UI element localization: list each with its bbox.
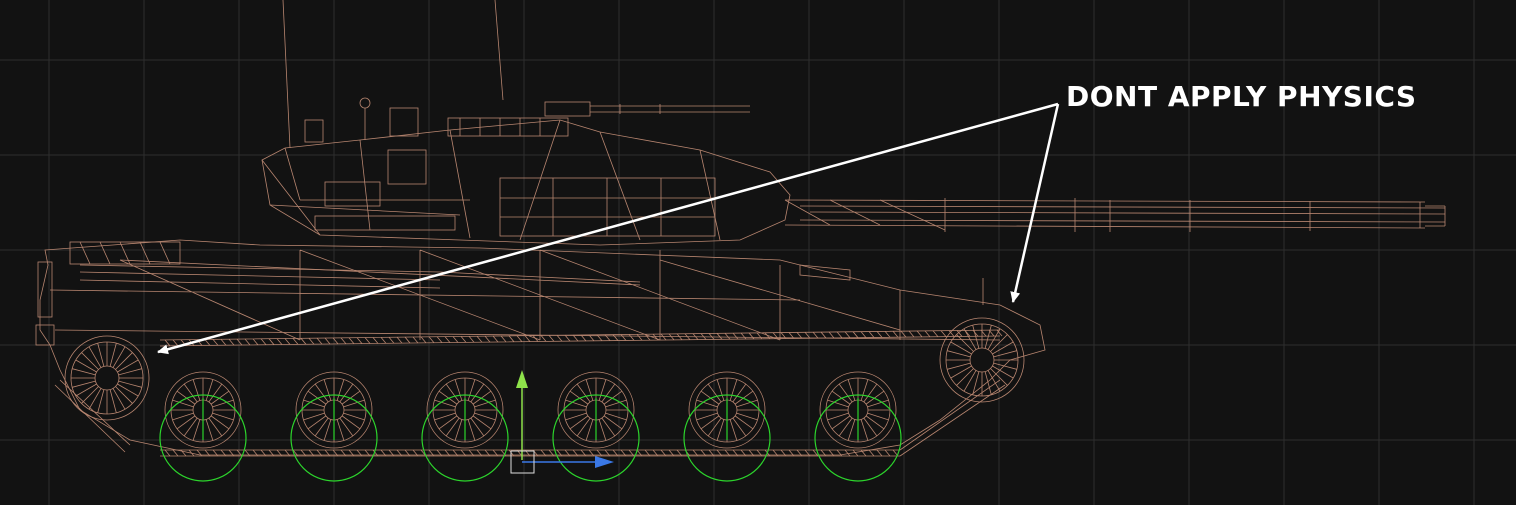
track-links xyxy=(164,329,1003,457)
gizmo-y-arrow-icon[interactable] xyxy=(516,370,528,388)
annotation-arrow-rear-idler xyxy=(157,102,1059,355)
idler-wheel-rear[interactable] xyxy=(64,335,150,421)
turret-hatch xyxy=(447,117,569,137)
main-gun-barrel[interactable] xyxy=(784,198,1446,232)
tank-wireframe-model[interactable] xyxy=(35,0,1446,457)
annotation-arrow-front-idler xyxy=(1010,103,1060,303)
road-wheel[interactable] xyxy=(688,371,766,449)
gizmo-x-arrow-icon[interactable] xyxy=(595,456,614,468)
wheel-collider[interactable] xyxy=(159,394,247,482)
annotation-label: DONT APPLY PHYSICS xyxy=(1066,80,1417,113)
mg-mount xyxy=(544,101,591,117)
wheel-collider[interactable] xyxy=(552,394,640,482)
track-upper xyxy=(159,329,1001,347)
transform-gizmo[interactable] xyxy=(510,370,614,474)
turret-detail xyxy=(261,119,721,241)
fender-rail xyxy=(79,264,641,289)
idler-wheel-front[interactable] xyxy=(939,317,1025,403)
turret-panel xyxy=(499,177,716,237)
wheel-colliders[interactable] xyxy=(159,394,902,482)
annotation-arrows xyxy=(157,102,1060,355)
antenna xyxy=(282,0,504,149)
wheel-collider[interactable] xyxy=(814,394,902,482)
gizmo-center-handle[interactable] xyxy=(510,450,535,474)
road-wheel[interactable] xyxy=(426,371,504,449)
wheel-collider[interactable] xyxy=(683,394,771,482)
turret-outline[interactable] xyxy=(261,119,791,246)
hull-outline[interactable] xyxy=(39,239,1046,456)
wheel-collider[interactable] xyxy=(421,394,509,482)
wheel-collider[interactable] xyxy=(290,394,378,482)
mg-barrel xyxy=(590,104,750,114)
road-wheels[interactable] xyxy=(164,371,897,449)
hull-detail xyxy=(49,249,1001,341)
